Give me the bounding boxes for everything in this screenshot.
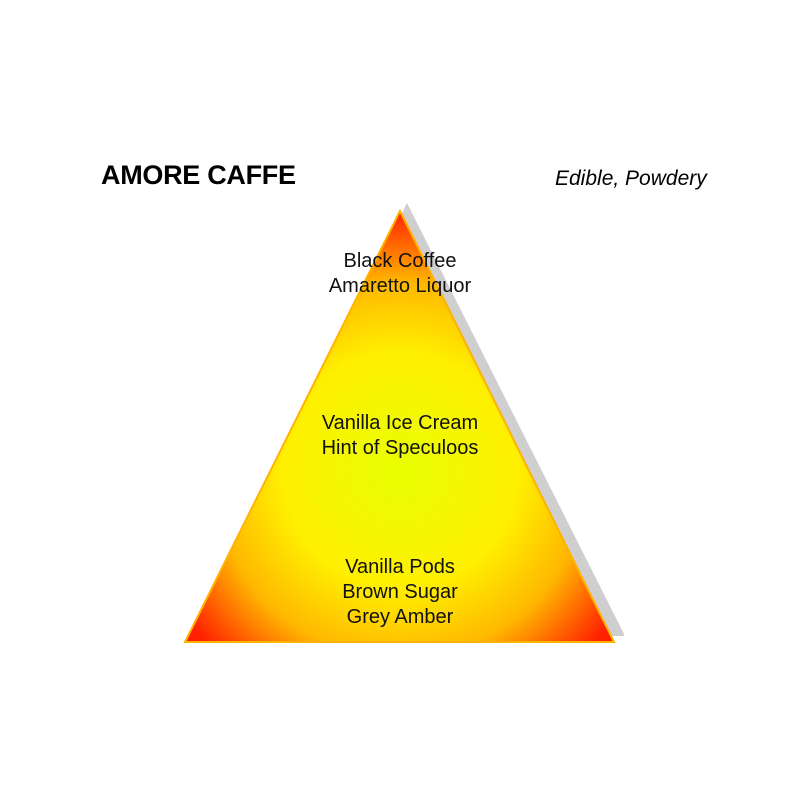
top-notes: Black Coffee Amaretto Liquor: [250, 249, 550, 299]
note-item: Vanilla Ice Cream: [321, 412, 479, 434]
note-item: Black Coffee: [343, 250, 457, 272]
page-title: AMORE CAFFE: [101, 160, 296, 190]
base-notes: Vanilla Pods Brown Sugar Grey Amber: [250, 555, 550, 630]
note-item: Brown Sugar: [342, 581, 458, 603]
fragrance-category: Edible, Powdery: [555, 167, 707, 190]
pyramid-shape: [183, 208, 616, 643]
note-item: Hint of Speculoos: [321, 437, 479, 459]
note-item: Grey Amber: [346, 606, 454, 628]
note-item: Amaretto Liquor: [328, 275, 472, 297]
heart-notes: Vanilla Ice Cream Hint of Speculoos: [250, 411, 550, 461]
note-item: Vanilla Pods: [345, 556, 455, 578]
